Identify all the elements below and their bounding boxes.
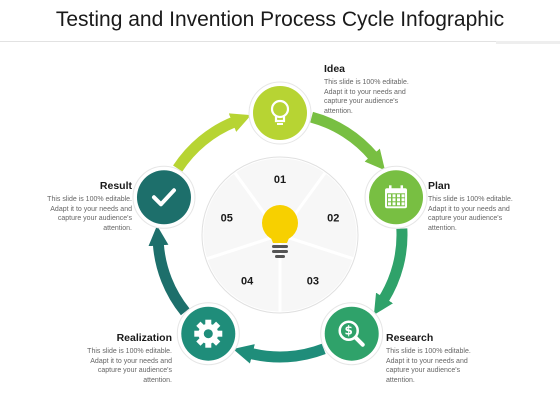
cycle-arrow — [373, 228, 408, 315]
svg-text:$: $ — [345, 324, 353, 338]
stage-desc-research: This slide is 100% editable. Adapt it to… — [386, 348, 471, 384]
segment-number: 03 — [307, 275, 319, 287]
stage-plan: Plan This slide is 100% editable. Adapt … — [428, 180, 528, 233]
stage-desc-plan: This slide is 100% editable. Adapt it to… — [428, 196, 513, 232]
gear-icon — [194, 319, 223, 348]
stage-node-realization — [176, 302, 240, 366]
calendar-icon — [385, 185, 408, 209]
stage-title-plan: Plan — [428, 180, 451, 192]
segment-number: 01 — [274, 174, 286, 186]
stage-node-result — [132, 165, 196, 229]
segment-number: 05 — [221, 213, 233, 225]
segment-numbers: 01 02 03 04 05 — [221, 174, 340, 287]
checkmark-icon — [151, 188, 176, 207]
stage-circles: $ — [132, 81, 428, 366]
center-lightbulb-icon — [262, 205, 298, 258]
stage-desc-result: This slide is 100% editable. Adapt it to… — [47, 196, 132, 232]
stage-research: Research This slide is 100% editable. Ad… — [386, 332, 486, 385]
segment-number: 02 — [327, 213, 339, 225]
cycle-arrow — [310, 111, 386, 171]
cycle-arrow — [148, 225, 190, 316]
stage-idea: Idea This slide is 100% editable. Adapt … — [324, 63, 424, 116]
stage-node-research: $ — [320, 302, 384, 366]
stage-result: Result This slide is 100% editable. Adap… — [32, 180, 132, 233]
cycle-arrow — [173, 113, 251, 172]
title-divider — [0, 41, 560, 42]
cycle-arrow — [233, 343, 326, 364]
stage-title-realization: Realization — [116, 332, 172, 344]
stage-desc-realization: This slide is 100% editable. Adapt it to… — [87, 348, 172, 384]
page-title: Testing and Invention Process Cycle Info… — [55, 8, 505, 31]
lightbulb-icon — [270, 99, 290, 125]
cycle-arrows — [148, 111, 408, 364]
stage-realization: Realization This slide is 100% editable.… — [72, 332, 172, 385]
stage-title-result: Result — [99, 180, 132, 192]
stage-node-plan — [364, 165, 428, 229]
stage-desc-idea: This slide is 100% editable. Adapt it to… — [324, 79, 409, 115]
stage-title-idea: Idea — [324, 63, 346, 75]
stage-node-idea — [248, 81, 312, 145]
center-pie — [200, 155, 360, 315]
stage-title-research: Research — [386, 332, 434, 344]
magnifier-dollar-icon: $ — [338, 320, 365, 347]
segment-number: 04 — [241, 275, 254, 287]
title-divider-accent — [496, 41, 560, 44]
